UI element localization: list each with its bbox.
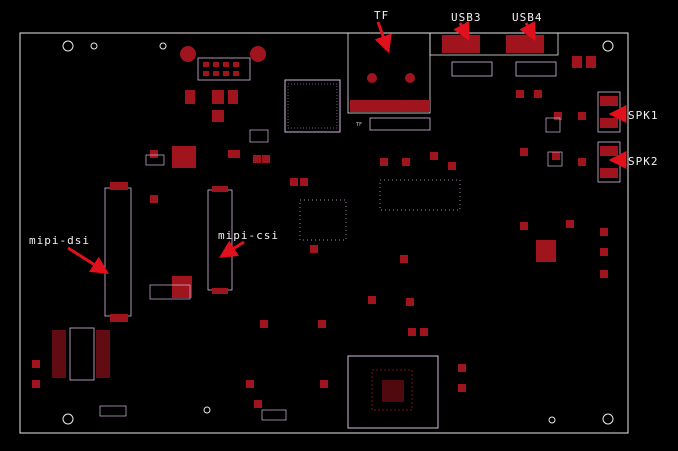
mounting-holes — [62, 40, 614, 425]
passive-components — [32, 90, 608, 408]
arrow-mipi-dsi — [67, 246, 110, 274]
tf-label: TF — [374, 9, 390, 22]
arrow-usb3 — [453, 21, 470, 42]
tf-card-slot: TF — [347, 32, 431, 131]
mipi-csi-label: mipi-csi — [218, 229, 279, 242]
tf-silk-label: TF — [356, 122, 362, 128]
speaker-connectors — [597, 91, 621, 183]
arrow-tf — [374, 21, 392, 54]
outlined-components — [99, 117, 563, 421]
usb3-label: USB3 — [451, 11, 482, 24]
spk1-label: SPK1 — [628, 109, 659, 122]
arrow-usb4 — [519, 21, 536, 42]
mipi-dsi-label: mipi-dsi — [29, 234, 90, 247]
top-connectors — [180, 46, 266, 122]
spk2-label: SPK2 — [628, 155, 659, 168]
usb-connectors — [429, 32, 596, 77]
ic-left — [52, 327, 110, 381]
ic-top — [284, 79, 341, 133]
board-outline — [19, 32, 629, 434]
mipi-csi-connector — [207, 186, 233, 294]
mipi-dsi-connector — [104, 182, 132, 322]
callout-arrows — [67, 21, 627, 274]
usb4-label: USB4 — [512, 11, 543, 24]
bga-soc — [347, 355, 439, 429]
arrow-mipi-csi — [218, 240, 245, 258]
